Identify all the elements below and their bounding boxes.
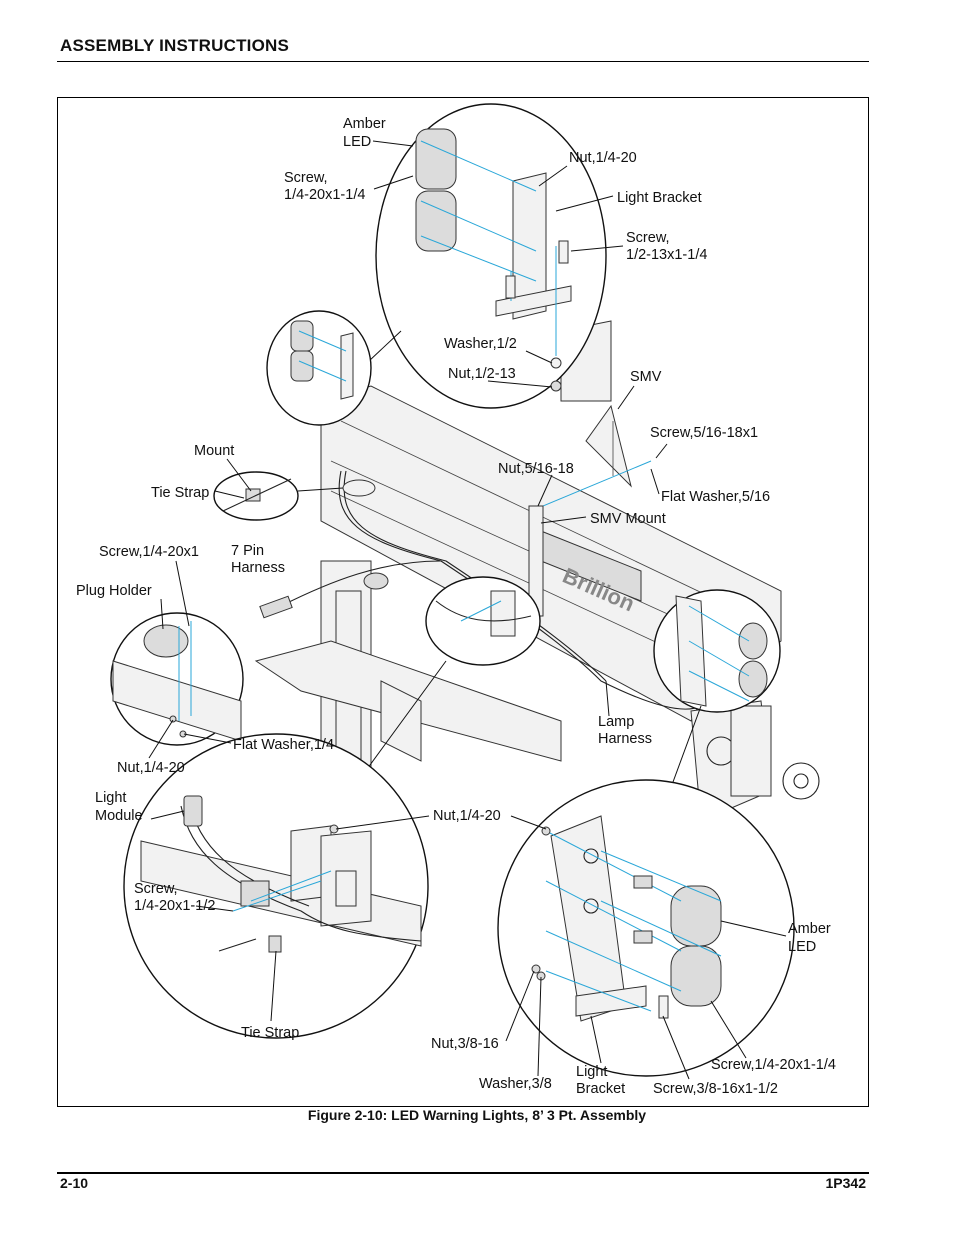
label-flat-washer-1-4: Flat Washer,1/4 — [233, 737, 334, 753]
label-amber-led-right-line2: LED — [788, 939, 816, 955]
label-washer-3-8: Washer,3/8 — [479, 1076, 552, 1092]
label-screw-bottom-size: 1/4-20x1-1/2 — [134, 898, 215, 914]
label-nut-3-8: Nut,3/8-16 — [431, 1036, 499, 1052]
label-plug-holder: Plug Holder — [76, 583, 152, 599]
callout-labels: Amber LED Screw, 1/4-20x1-1/4 Nut,1/4-20… — [76, 116, 836, 1097]
label-amber-led-top: Amber — [343, 116, 386, 132]
label-smv-mount: SMV Mount — [590, 511, 666, 527]
label-smv: SMV — [630, 369, 662, 385]
label-screw-1-4-20x1: Screw,1/4-20x1 — [99, 544, 199, 560]
label-nut-1-4-left: Nut,1/4-20 — [117, 760, 185, 776]
label-nut-5-16: Nut,5/16-18 — [498, 461, 574, 477]
label-washer-half: Washer,1/2 — [444, 336, 517, 352]
figure-caption: Figure 2-10: LED Warning Lights, 8’ 3 Pt… — [307, 1107, 647, 1123]
label-light-bracket-top: Light Bracket — [617, 190, 702, 206]
label-screw-5-16: Screw,5/16-18x1 — [650, 425, 758, 441]
label-lamp-harness-line2: Harness — [598, 731, 652, 747]
label-7-pin: 7 Pin — [231, 543, 264, 559]
label-screw-top-size: 1/4-20x1-1/4 — [284, 187, 365, 203]
label-nut-1-4-mid: Nut,1/4-20 — [433, 808, 501, 824]
label-tie-strap-bottom: Tie Strap — [241, 1025, 299, 1041]
label-screw-half-size: 1/2-13x1-1/4 — [626, 247, 707, 263]
detail-top-circle — [375, 103, 607, 409]
label-screw-top: Screw, — [284, 170, 328, 186]
page-number: 2-10 — [60, 1175, 89, 1191]
label-screw-half: Screw, — [626, 230, 670, 246]
label-screw-bottom-right: Screw,1/4-20x1-1/4 — [711, 1057, 836, 1073]
document-code: 1P342 — [825, 1175, 866, 1191]
label-light-bracket-bottom-line2: Bracket — [576, 1081, 625, 1097]
header-rule — [57, 61, 869, 62]
detail-small-top-left — [266, 310, 372, 426]
label-nut-top: Nut,1/4-20 — [569, 150, 637, 166]
detail-center-harness — [425, 576, 541, 666]
detail-right-lights — [653, 589, 781, 713]
label-nut-half: Nut,1/2-13 — [448, 366, 516, 382]
label-light-module-line2: Module — [95, 808, 143, 824]
page-header-title: ASSEMBLY INSTRUCTIONS — [60, 36, 290, 55]
label-flat-washer-5-16: Flat Washer,5/16 — [661, 489, 770, 505]
label-amber-led-top-line2: LED — [343, 134, 371, 150]
label-amber-led-right: Amber — [788, 921, 831, 937]
detail-bracket-leds — [497, 779, 795, 1077]
detail-light-module — [123, 733, 429, 1039]
label-light-module: Light — [95, 790, 126, 806]
detail-mount-oval — [213, 471, 376, 521]
footer-rule — [57, 1172, 869, 1174]
detail-plug-holder — [110, 612, 244, 746]
assembly-illustration: Brillion — [76, 103, 836, 1097]
label-screw-bottom: Screw, — [134, 881, 178, 897]
label-light-bracket-bottom: Light — [576, 1064, 607, 1080]
label-mount: Mount — [194, 443, 234, 459]
label-tie-strap-left: Tie Strap — [151, 485, 209, 501]
label-screw-3-8: Screw,3/8-16x1-1/2 — [653, 1081, 778, 1097]
figure-frame: Brillion — [57, 97, 869, 1107]
callout-leaders — [148, 140, 787, 1080]
label-lamp-harness: Lamp — [598, 714, 634, 730]
label-7-pin-harness: Harness — [231, 560, 285, 576]
